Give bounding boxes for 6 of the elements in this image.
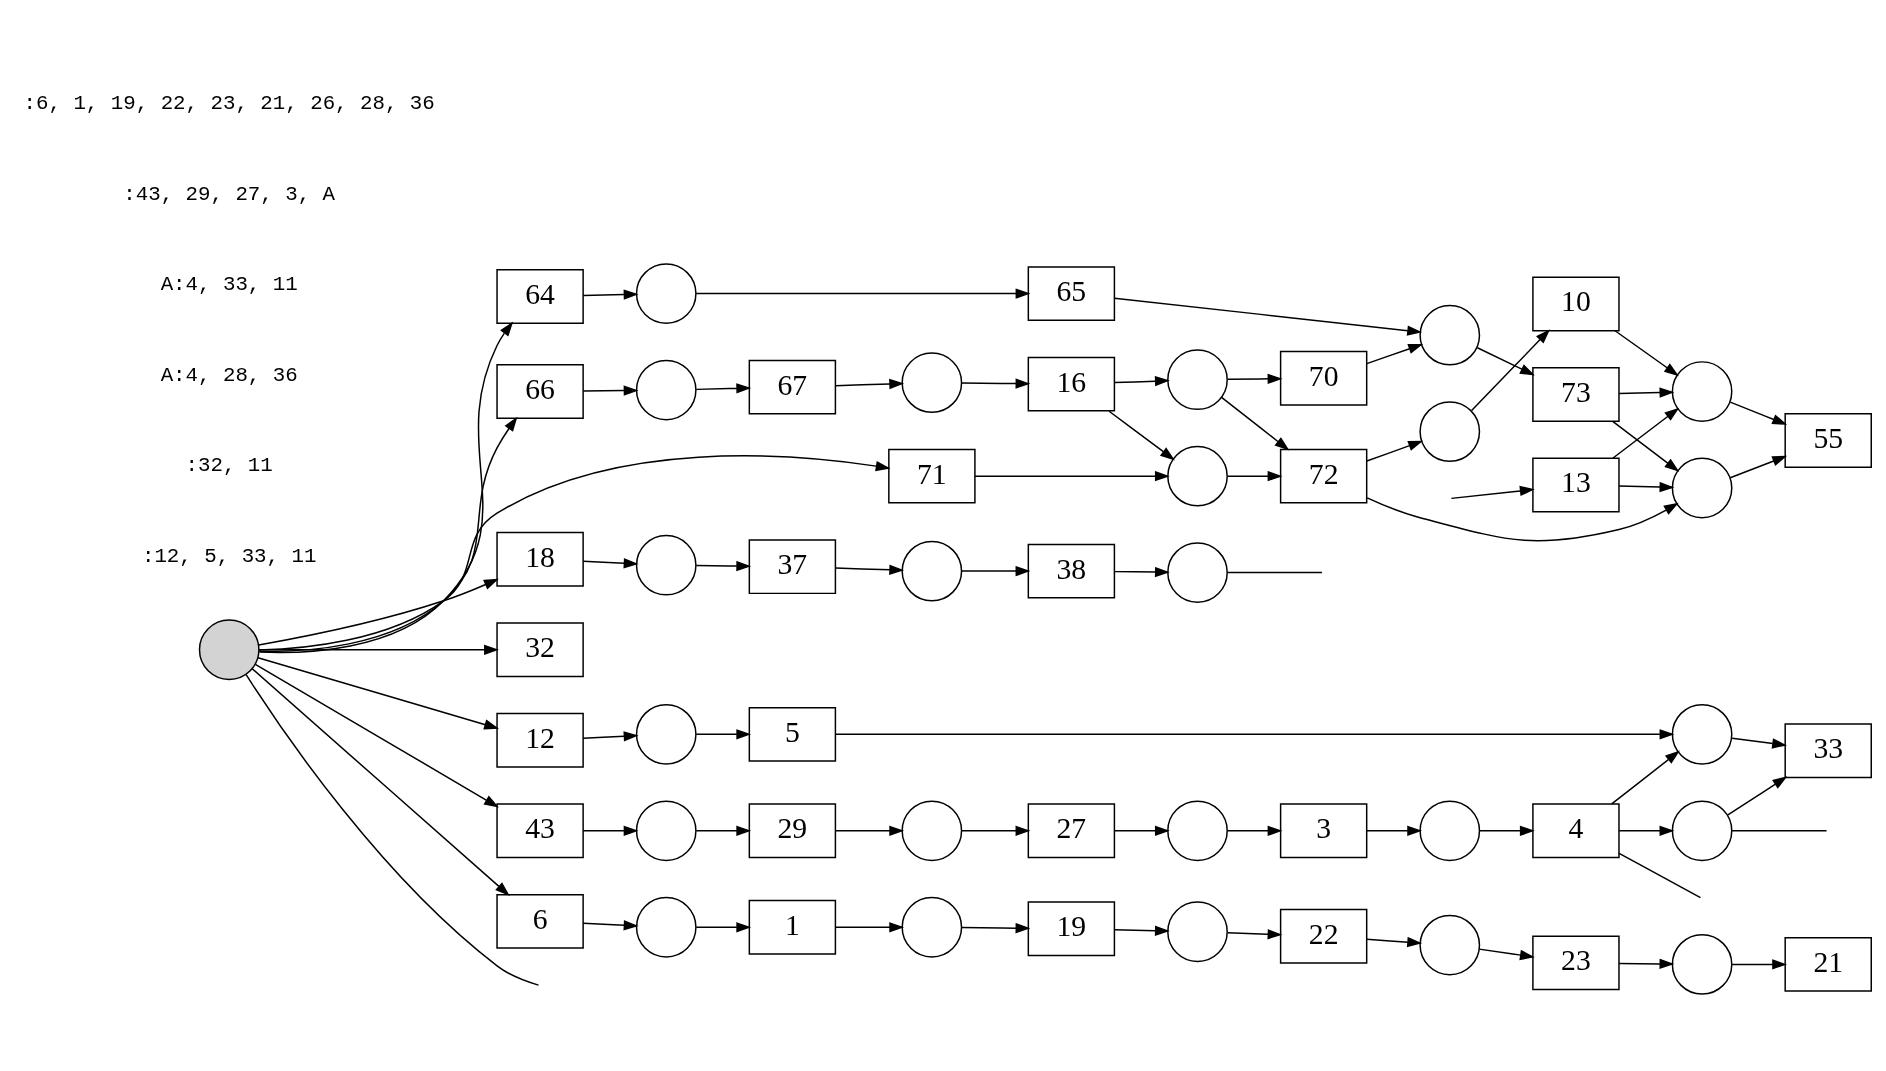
label: :43, 29, 27, 3, A bbox=[123, 182, 336, 206]
label: :12, 5, 33, 11 bbox=[141, 544, 317, 568]
label: A:4, 28, 36 bbox=[160, 363, 298, 387]
label: :32, 11 bbox=[185, 454, 273, 478]
label: A:4, 33, 11 bbox=[160, 273, 298, 297]
label: :6, 1, 19, 22, 23, 21, 26, 28, 36 bbox=[23, 92, 435, 116]
